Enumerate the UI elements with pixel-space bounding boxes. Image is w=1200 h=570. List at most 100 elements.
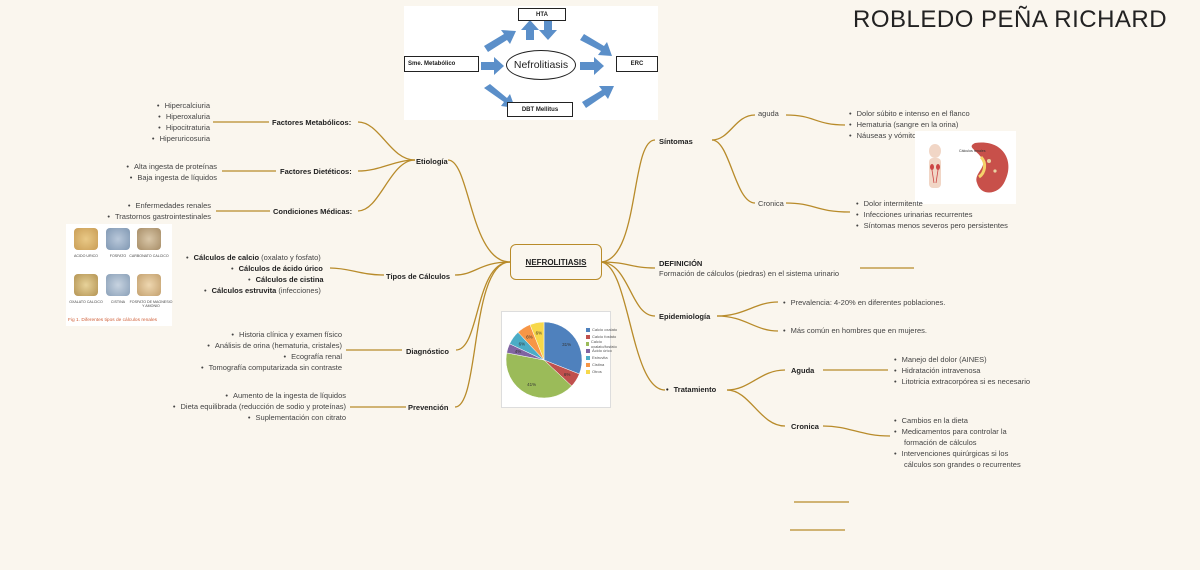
definition-title[interactable]: DEFINICIÓN: [659, 259, 703, 268]
prevention-title[interactable]: Prevención: [408, 403, 449, 412]
uric-acid-stone-image: [74, 228, 98, 250]
list-item: Hematuria (sangre en la orina): [849, 119, 970, 130]
list-item-bold: Cálculos de ácido úrico: [238, 264, 323, 273]
stone-types-title[interactable]: Tipos de Cálculos: [386, 272, 451, 281]
legend-label: Calcio oxalato/fosfato: [590, 338, 617, 349]
legend-label: Calcio oxalato: [592, 327, 618, 332]
diagnosis-title[interactable]: Diagnóstico: [406, 347, 449, 356]
pie-value-label: 6%: [536, 331, 543, 336]
stone-label: CISTINA: [110, 300, 126, 304]
list-item-bold: Cálculos estruvita: [211, 286, 277, 295]
arrow-up-icon: [521, 20, 539, 40]
symptoms-chronic-label[interactable]: Cronica: [758, 199, 784, 208]
list-item: Hiperuricosuria: [152, 133, 210, 144]
list-item: Enfermedades renales: [107, 200, 211, 211]
nefrolitiasis-relations-diagram: HTA Sme. Metabólico ERC DBT Mellitus Nef…: [404, 6, 658, 120]
epidemiology-title[interactable]: Epidemiología: [659, 312, 711, 321]
etiologia-title[interactable]: Etiología: [416, 157, 448, 166]
treatment-acute-label[interactable]: Aguda: [791, 366, 815, 375]
legend-swatch: [586, 348, 590, 353]
symptoms-title[interactable]: Síntomas: [659, 137, 693, 146]
pie-slice: [543, 321, 583, 375]
hta-box: HTA: [518, 8, 566, 21]
legend-swatch: [586, 334, 590, 339]
pie-slice: [529, 321, 545, 361]
epidemiology-item: Más común en hombres que en mujeres.: [783, 325, 927, 336]
list-item: Historia clínica y examen físico: [201, 329, 342, 340]
legend-entry: Calcio oxalato: [586, 326, 618, 333]
metabolic-factors-label[interactable]: Factores Metabólicos:: [272, 118, 352, 127]
stone-label: CARBONATO CALCICO: [129, 254, 169, 258]
medical-conditions-list: Enfermedades renales Trastornos gastroin…: [107, 200, 211, 222]
legend-swatch: [586, 362, 590, 367]
list-item: Dieta equilibrada (reducción de sodio y …: [173, 401, 346, 412]
treatment-chronic-list: Cambios en la dieta Medicamentos para co…: [894, 415, 1021, 470]
list-item: Cálculos de ácido úrico: [186, 263, 324, 274]
sme-metabolico-box: Sme. Metabólico: [404, 56, 479, 72]
nefrolitiasis-ellipse: Nefrolitiasis: [506, 50, 576, 80]
list-item-continuation: cálculos son grandes o recurrentes: [904, 460, 1021, 469]
stone-label: ACIDO URICO: [74, 254, 98, 258]
kidney-image-label: Cálculos renales: [959, 149, 986, 153]
treatment-chronic-label[interactable]: Cronica: [791, 422, 819, 431]
stone-label: FOSFATO DE MAGNESIO Y AMONIO: [129, 300, 173, 308]
symptoms-acute-list: Dolor súbito e intenso en el flanco Hema…: [849, 108, 970, 141]
arrow-up-right-icon: [484, 30, 516, 52]
list-item: Síntomas menos severos pero persistentes: [856, 220, 1008, 231]
legend-label: Ácido úrico: [592, 348, 612, 353]
list-item-rest: (infecciones): [276, 286, 321, 295]
list-item: Ecografía renal: [201, 351, 342, 362]
cystine-stone-image: [106, 274, 130, 296]
legend-swatch: [586, 341, 589, 346]
pie-slice: [505, 352, 573, 399]
stone-label: OXALATO CALCICO: [69, 300, 103, 304]
arrow-up-right-icon-2: [582, 86, 614, 108]
erc-box: ERC: [616, 56, 658, 72]
list-item: Aumento de la ingesta de líquidos: [173, 390, 346, 401]
list-item: Dolor intermitente: [856, 198, 1008, 209]
list-item: Litotricia extracorpórea si es necesario: [894, 376, 1030, 387]
list-item-rest: (oxalato y fosfato): [259, 253, 321, 262]
list-item: Análisis de orina (hematuria, cristales): [201, 340, 342, 351]
legend-entry: Cistina: [586, 361, 618, 368]
pie-value-label: 6%: [519, 341, 526, 346]
list-item: Intervenciones quirúrgicas si los: [894, 448, 1021, 459]
central-node[interactable]: NEFROLITIASIS: [510, 244, 602, 280]
author-name: ROBLEDO PEÑA RICHARD: [853, 6, 1168, 33]
list-item: Hipocitraturia: [152, 122, 210, 133]
arrow-right-icon-2: [580, 57, 604, 75]
treatment-title[interactable]: Tratamiento: [666, 384, 717, 395]
pie-value-label: 4%: [515, 349, 522, 354]
list-item: Tomografía computarizada sin contraste: [201, 362, 342, 373]
list-item: Cálculos estruvita (infecciones): [186, 285, 324, 296]
dietary-factors-label[interactable]: Factores Dietéticos:: [280, 167, 352, 176]
list-item: Infecciones urinarias recurrentes: [856, 209, 1008, 220]
symptoms-chronic-list: Dolor intermitente Infecciones urinarias…: [856, 198, 1008, 231]
legend-entry: Otros: [586, 368, 618, 375]
pie-chart: 31%6%41%4%6%6%6%: [505, 321, 583, 399]
diagnosis-list: Historia clínica y examen físico Análisi…: [201, 329, 342, 373]
list-item: Hidratación intravenosa: [894, 365, 1030, 376]
dietary-factors-list: Alta ingesta de proteínas Baja ingesta d…: [126, 161, 217, 183]
list-item: Cálculos de cistina: [186, 274, 324, 285]
legend-label: Estruvita: [592, 355, 608, 360]
list-item: Hiperoxaluria: [152, 111, 210, 122]
calcium-oxalate-stone-image: [74, 274, 98, 296]
legend-label: Otros: [592, 369, 602, 374]
relations-arrows: [481, 20, 614, 108]
arrow-down-icon: [539, 20, 557, 40]
figure-caption: Fig 1. Diferentes tipos de cálculos rena…: [68, 318, 158, 323]
list-item-bold: Cálculos de cistina: [255, 275, 324, 284]
list-item: Náuseas y vómitos: [849, 130, 970, 141]
legend-swatch: [586, 369, 590, 374]
symptoms-acute-label[interactable]: aguda: [758, 109, 779, 118]
phosphate-stone-image: [106, 228, 130, 250]
medical-conditions-label[interactable]: Condiciones Médicas:: [273, 207, 353, 216]
pie-value-label: 41%: [527, 382, 536, 387]
epidemiology-item: Prevalencia: 4-20% en diferentes poblaci…: [783, 297, 946, 308]
legend-entry: Calcio fosfato: [586, 333, 618, 340]
list-item: Manejo del dolor (AINES): [894, 354, 1030, 365]
legend-swatch: [586, 355, 590, 360]
